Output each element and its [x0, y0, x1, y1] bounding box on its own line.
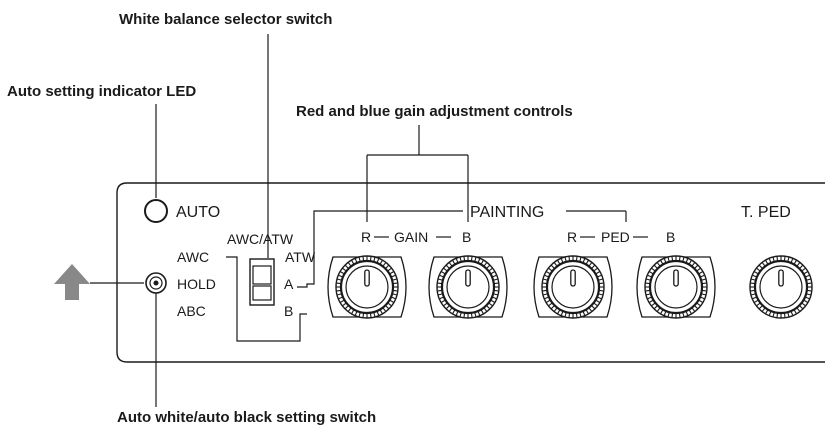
panel-outline: [116, 182, 825, 363]
awb-abb-switch[interactable]: [145, 272, 167, 294]
ped-b-knob[interactable]: [636, 255, 716, 319]
up-arrow-icon: [54, 264, 90, 300]
ped-r-label: R: [567, 229, 577, 245]
ped-b-label: B: [666, 229, 675, 245]
auto-label: AUTO: [176, 204, 220, 221]
knobs-group: [327, 255, 813, 319]
atw-label: ATW: [285, 249, 316, 265]
painting-label: PAINTING: [470, 204, 544, 221]
awc-label: AWC: [177, 249, 209, 265]
awb-abb-switch-callout: Auto white/auto black setting switch: [117, 409, 376, 426]
hold-label: HOLD: [177, 276, 216, 292]
ped-label: PED: [601, 229, 630, 245]
gain-label: GAIN: [394, 229, 428, 245]
led-ring-icon: [144, 199, 168, 223]
awc-atw-label: AWC/ATW: [227, 231, 294, 247]
gain-r-label: R: [361, 229, 371, 245]
position-b-label: B: [284, 303, 293, 319]
tped-label: T. PED: [741, 204, 791, 221]
switch-to-painting-line: [297, 210, 463, 288]
gain-b-label: B: [462, 229, 471, 245]
gain-r-knob[interactable]: [327, 255, 407, 319]
ped-r-knob[interactable]: [533, 255, 613, 319]
gain-b-knob[interactable]: [428, 255, 508, 319]
tped-knob[interactable]: [749, 255, 813, 319]
awc-atw-bracket: [226, 256, 307, 342]
white-balance-selector-callout: White balance selector switch: [119, 11, 332, 28]
auto-led-callout: Auto setting indicator LED: [7, 83, 196, 100]
white-balance-slide-switch[interactable]: [249, 258, 275, 306]
gain-controls-callout: Red and blue gain adjustment controls: [296, 103, 573, 120]
position-a-label: A: [284, 276, 294, 292]
abc-label: ABC: [177, 303, 206, 319]
